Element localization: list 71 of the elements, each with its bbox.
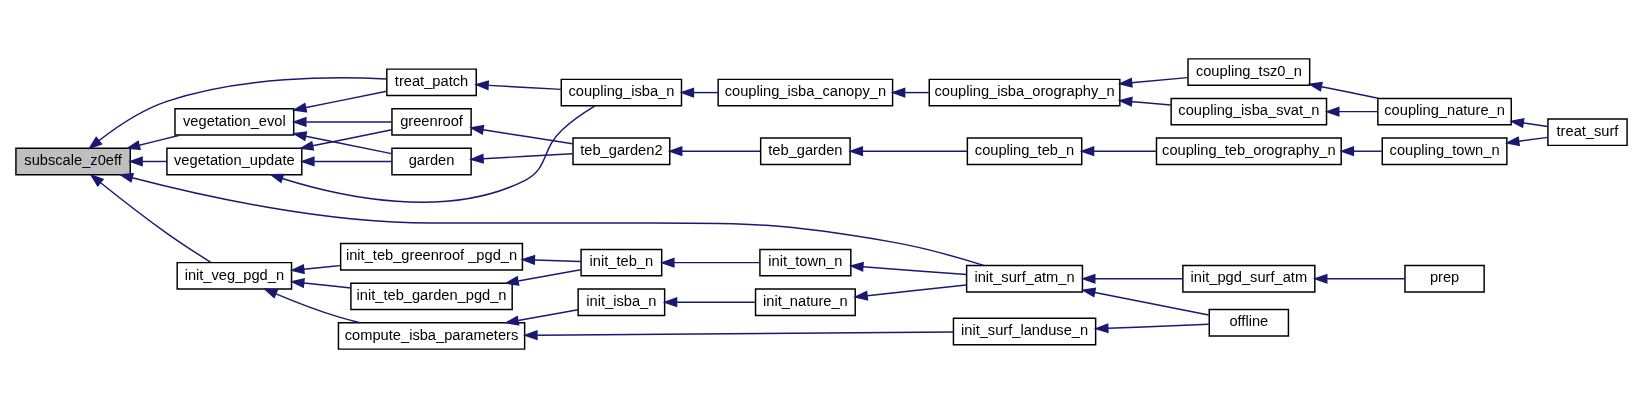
arrow [848,146,968,157]
arrow [125,134,181,151]
arrow [1324,106,1379,117]
node-box: offline [1208,308,1290,337]
node-box: init_nature_n [754,288,856,317]
node-box: init_teb_garden_pgd_n [350,282,513,311]
arrow [1339,146,1383,157]
arrow [289,277,352,289]
node-box: init_veg_pgd_n [176,261,293,290]
node-box: coupling_isba_canopy_n [717,78,894,107]
node-box: coupling_nature_n [1377,97,1512,126]
node-box: coupling_teb_n [966,137,1083,166]
node-box: init_teb_n [580,248,663,277]
arrow [522,330,954,341]
arrow [848,261,968,276]
arrow [128,156,168,167]
arrow [1117,96,1172,107]
node-box: init_surf_landuse_n [952,317,1097,346]
arrow [289,264,341,275]
node-box: coupling_isba_n [560,78,683,107]
arrow [474,80,562,91]
node-box: prep [1404,264,1485,293]
node-box: init_teb_greenroof _pgd_n [339,242,524,271]
arrow [890,87,930,98]
node-box: greenroof [391,107,472,136]
node-box: teb_garden [759,137,851,166]
node-box: coupling_teb_orography_n [1155,137,1342,166]
node-box: init_surf_atm_n [965,264,1084,293]
arrow [1504,136,1549,147]
arrow [262,288,361,324]
node-box: vegetation_evol [174,107,295,136]
arrow [1093,323,1210,334]
node-box: coupling_town_n [1381,137,1508,166]
arrow [299,156,393,167]
arrow [662,297,756,308]
arrow [504,269,582,286]
arrow [1080,287,1210,316]
node-box: teb_garden2 [572,137,671,166]
node-box: init_pgd_surf_atm [1182,264,1316,293]
arrow [1080,273,1184,284]
node-box: init_town_n [759,248,852,277]
node-box: compute_isba_parameters [337,322,526,350]
arrow [1117,76,1189,88]
node-box: garden [391,147,472,176]
node-box: treat_surf [1547,118,1628,147]
arrow [469,153,574,164]
arrow [118,172,985,267]
arrow [291,131,393,155]
arrow [659,257,761,268]
arrow [89,173,212,264]
arrow [469,124,574,145]
arrow [504,309,579,326]
node-box: treat_patch [386,68,477,97]
arrow [520,254,582,266]
arrow [291,90,388,113]
arrow [1312,273,1406,284]
arrow [291,116,393,128]
arrow [87,77,388,150]
node-box: init_isba_n [577,288,666,317]
arrow [1079,146,1157,157]
arrow [667,146,761,157]
arrow [679,87,719,98]
arrow [1307,81,1379,100]
node-box: subscale_z0eff [15,147,131,176]
arrow [1509,117,1549,129]
node-box: coupling_tsz0_n [1187,58,1311,86]
arrow [853,284,967,301]
node-box: vegetation_update [166,147,303,176]
arrow [298,128,393,151]
node-box: coupling_isba_orography_n [928,78,1121,107]
node-box: coupling_isba_svat_n [1170,97,1328,126]
